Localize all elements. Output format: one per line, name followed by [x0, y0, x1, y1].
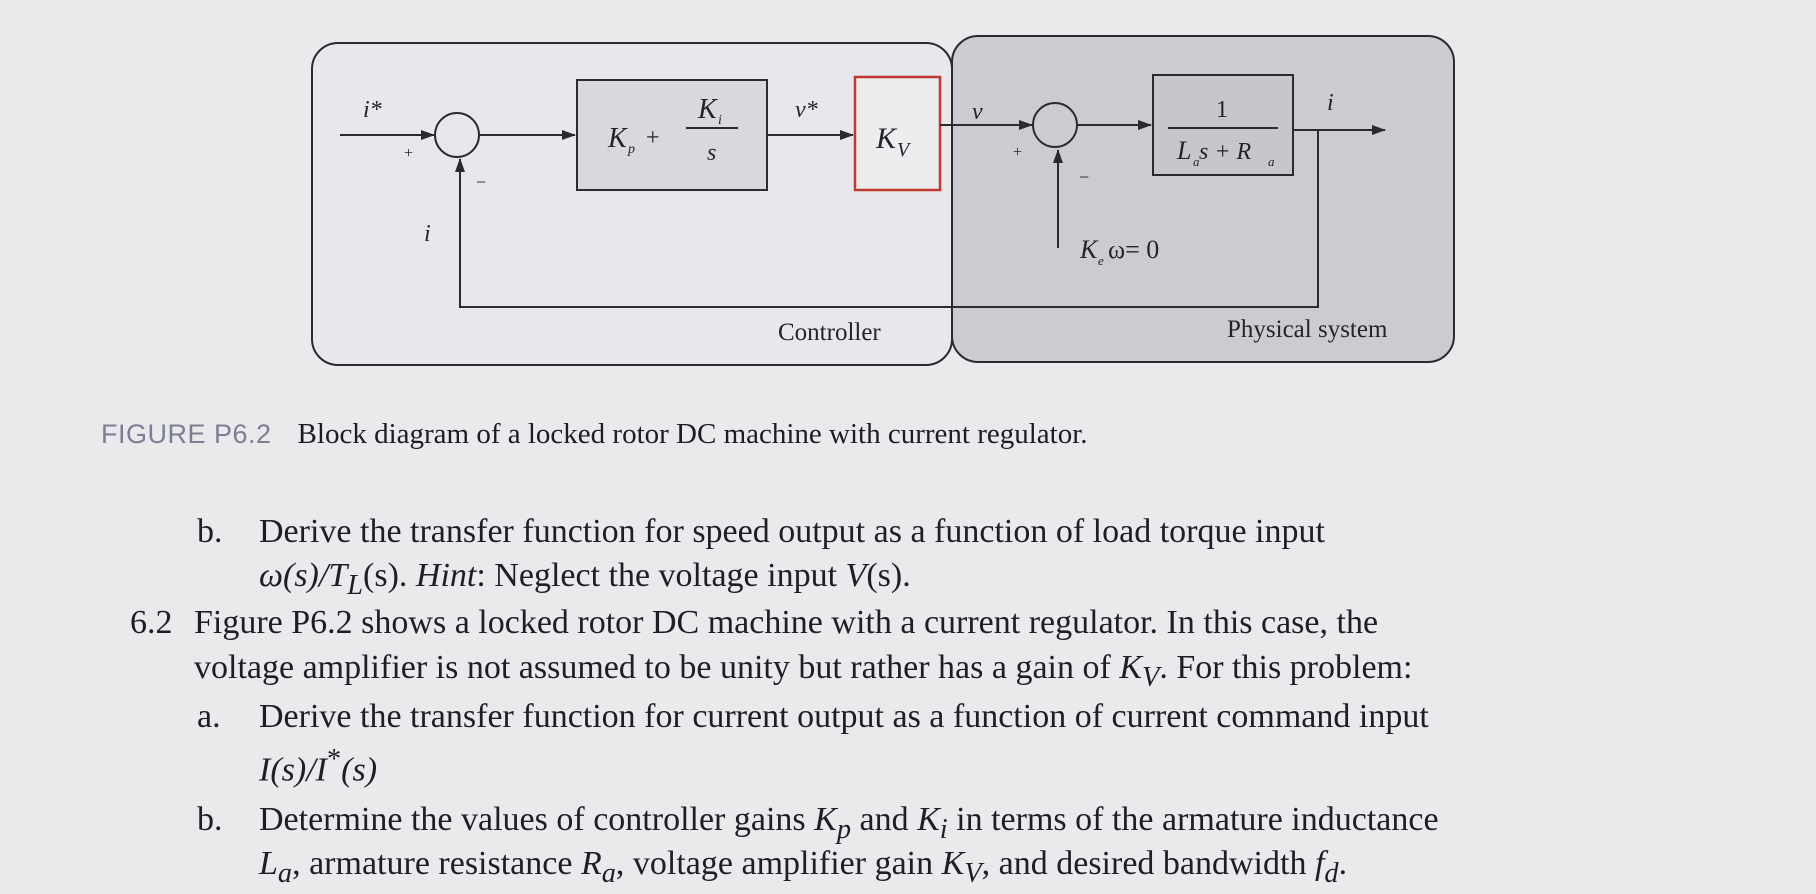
math: V — [845, 557, 867, 594]
kv-term: K — [875, 122, 898, 155]
item-b-line2: La, armature resistance Ra, voltage ampl… — [259, 844, 1347, 894]
math: f — [1314, 845, 1325, 882]
math: R — [580, 845, 602, 882]
plant-den-rest: s + R — [1199, 139, 1252, 165]
figure-caption: FIGURE P6.2 Block diagram of a locked rot… — [101, 418, 1088, 451]
problem-text: voltage amplifier is not assumed to be u… — [194, 649, 1120, 686]
math-sup: * — [326, 744, 342, 775]
math: ω(s)/T — [259, 557, 348, 594]
item-text: , voltage amplifier gain — [615, 845, 942, 882]
item-b-prev-line1: b. Derive the transfer function for speed… — [197, 512, 1325, 552]
plant-den-l-sub: a — [1193, 154, 1200, 169]
controller-label: Controller — [778, 319, 881, 346]
item-text: in terms of the armature inductance — [947, 801, 1439, 838]
minus-sign-2: − — [1079, 167, 1089, 187]
pi-denominator: s — [707, 140, 716, 166]
back-emf-rest: ω= 0 — [1108, 235, 1159, 264]
problem-6-2-line1: 6.2 Figure P6.2 shows a locked rotor DC m… — [130, 603, 1378, 643]
item-text: Derive the transfer function for current… — [259, 698, 1429, 735]
math-sub: a — [277, 857, 293, 889]
plus-sign-1: + — [404, 145, 413, 162]
math: K — [917, 801, 940, 838]
plus-sign-2: + — [1013, 144, 1022, 161]
math-sub: a — [601, 857, 616, 889]
i-feedback-label: i — [424, 221, 431, 247]
plant-den-l: L — [1176, 136, 1191, 165]
math-sub: V — [964, 857, 982, 889]
caption-text: Block diagram of a locked rotor DC machi… — [297, 418, 1088, 450]
math: (s). — [363, 557, 408, 594]
physical-system-label: Physical system — [1227, 316, 1388, 343]
item-text: Determine the values of controller gains — [259, 801, 815, 838]
item-label: b. — [197, 513, 223, 550]
math: (s)/ — [270, 751, 316, 789]
item-text: Derive the transfer function for speed o… — [259, 513, 1325, 550]
item-b-prev-line2: ω(s)/TL(s). Hint: Neglect the voltage in… — [259, 556, 911, 606]
math-sub: V — [1142, 661, 1160, 693]
math: I — [259, 751, 271, 789]
math: (s). — [866, 557, 911, 594]
problem-text: . For this problem: — [1159, 649, 1413, 686]
i-output-label: i — [1327, 90, 1334, 116]
math: L — [259, 845, 278, 882]
kv-subscript: V — [897, 139, 912, 161]
math-sub: i — [939, 813, 948, 845]
item-a-line1: a. Derive the transfer function for curre… — [197, 697, 1429, 737]
problem-text: Figure P6.2 shows a locked rotor DC mach… — [194, 604, 1379, 641]
problem-number: 6.2 — [130, 604, 173, 641]
plant-block — [1152, 74, 1294, 176]
item-a-line2: I(s)/I*(s) — [259, 740, 377, 790]
kp-subscript: p — [627, 142, 635, 157]
figure-number: FIGURE P6.2 — [101, 419, 272, 449]
item-text: and — [851, 801, 918, 838]
item-label: a. — [197, 698, 221, 735]
problem-6-2-line2: voltage amplifier is not assumed to be u… — [194, 648, 1412, 698]
item-text: , and desired bandwidth — [981, 845, 1315, 882]
math-sub: d — [1324, 857, 1339, 889]
math-sub: p — [836, 813, 851, 845]
math: K — [814, 801, 837, 838]
item-text: . — [1338, 845, 1348, 882]
math: K — [1119, 649, 1143, 686]
back-emf-k: K — [1079, 235, 1099, 264]
minus-sign-1: − — [476, 172, 486, 192]
feedback-path — [455, 130, 1319, 308]
math-sub: L — [347, 569, 364, 601]
math: K — [941, 845, 965, 882]
plant-den-r-sub: a — [1268, 154, 1275, 169]
hint-label: Hint — [415, 557, 477, 594]
istar-label: i* — [363, 97, 382, 123]
item-text: , armature resistance — [292, 845, 581, 882]
math: I — [315, 751, 327, 789]
voltage-amplifier-block — [853, 75, 942, 192]
pi-controller-block — [576, 79, 768, 191]
math: (s) — [341, 751, 378, 789]
back-emf-sub: e — [1098, 253, 1104, 268]
kp-term: K — [607, 123, 628, 154]
v-label: v — [972, 99, 983, 125]
item-b-line1: b. Determine the values of controller gai… — [197, 800, 1439, 850]
controller-region — [311, 42, 953, 366]
item-label: b. — [197, 801, 223, 838]
item-text: : Neglect the voltage input — [476, 557, 846, 594]
ki-term: K — [697, 94, 718, 125]
pi-plus: + — [646, 125, 660, 151]
plant-numerator: 1 — [1216, 97, 1228, 123]
vstar-label: v* — [795, 97, 818, 123]
ki-subscript: i — [718, 113, 722, 128]
